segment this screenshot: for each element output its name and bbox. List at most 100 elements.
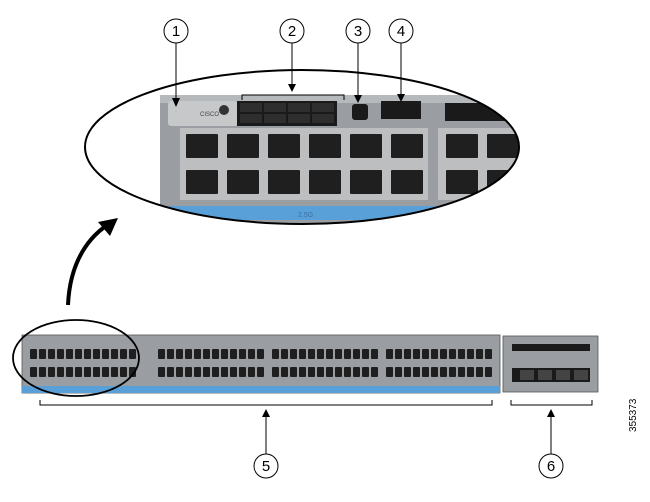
switch-port	[185, 367, 192, 377]
switch-port	[458, 349, 465, 359]
switch-port	[335, 367, 342, 377]
switch-port	[485, 367, 492, 377]
bracket-2	[241, 94, 345, 100]
switch-port	[371, 349, 378, 359]
switch-port	[308, 367, 315, 377]
network-module-slot	[381, 101, 421, 119]
switch-port	[221, 367, 228, 377]
switch-port	[395, 349, 402, 359]
switch-port	[449, 349, 456, 359]
zoom-port	[227, 134, 259, 158]
switch-port	[422, 349, 429, 359]
switch-port	[290, 349, 297, 359]
switch-port	[257, 349, 264, 359]
switch-port	[248, 367, 255, 377]
switch-port	[39, 367, 46, 377]
switch-port	[335, 349, 342, 359]
zoom-arrow-head	[98, 218, 118, 236]
switch-port	[299, 349, 306, 359]
switch-port	[239, 349, 246, 359]
switch-port	[344, 367, 351, 377]
callout-1-circle	[163, 18, 189, 44]
switch-port	[167, 349, 174, 359]
switch-port	[317, 349, 324, 359]
callout-5-circle	[253, 453, 279, 479]
switch-port	[230, 367, 237, 377]
switch-port	[248, 349, 255, 359]
switch-port	[48, 349, 55, 359]
switch-port	[326, 349, 333, 359]
switch-port	[120, 367, 127, 377]
switch-port	[194, 367, 201, 377]
bracket-5	[39, 400, 493, 406]
switch-port	[102, 349, 109, 359]
switch-port	[93, 349, 100, 359]
switch-port	[476, 367, 483, 377]
callout-1-number: 1	[172, 23, 180, 40]
port-label-13x: 13X	[437, 212, 450, 219]
led-strip-full	[22, 386, 500, 393]
switch-port	[176, 349, 183, 359]
switch-port	[221, 349, 228, 359]
cisco-logo-text: CISCO	[200, 112, 219, 118]
switch-port	[299, 367, 306, 377]
zoom-source-ellipse	[12, 319, 140, 397]
callout-4-number: 4	[397, 23, 405, 40]
switch-port	[66, 367, 73, 377]
switch-port	[467, 349, 474, 359]
switch-port	[386, 349, 393, 359]
zoom-port	[446, 170, 478, 194]
switch-port	[413, 349, 420, 359]
zoom-port	[391, 170, 423, 194]
zoom-port	[487, 170, 519, 194]
port-label-12x: 12X	[417, 212, 430, 219]
switch-port	[176, 367, 183, 377]
switch-port	[30, 349, 37, 359]
callout-3-circle	[345, 18, 371, 44]
zoom-port	[446, 134, 478, 158]
switch-port	[272, 349, 279, 359]
switch-port	[66, 349, 73, 359]
switch-port	[485, 349, 492, 359]
switch-port	[449, 367, 456, 377]
switch-port	[203, 367, 210, 377]
switch-port	[84, 349, 91, 359]
callout-2-circle	[279, 18, 305, 44]
switch-port	[440, 367, 447, 377]
switch-port	[404, 367, 411, 377]
switch-port	[203, 349, 210, 359]
switch-port	[290, 367, 297, 377]
switch-port	[422, 367, 429, 377]
switch-port	[476, 349, 483, 359]
switch-port	[344, 349, 351, 359]
callout-6-number: 6	[547, 458, 555, 475]
bracket-6	[510, 400, 593, 406]
zoom-port	[309, 170, 341, 194]
switch-port	[120, 349, 127, 359]
zoom-port	[350, 170, 382, 194]
switch-port	[353, 349, 360, 359]
figure-id: 355373	[628, 398, 639, 432]
switch-port	[75, 367, 82, 377]
switch-port	[281, 349, 288, 359]
switch-port	[167, 367, 174, 377]
callout-6-circle	[538, 453, 564, 479]
zoom-port	[487, 134, 519, 158]
callouts: 1 2 3 4 5 6	[163, 18, 564, 479]
switch-port	[102, 367, 109, 377]
switch-port	[395, 367, 402, 377]
switch-port	[93, 367, 100, 377]
callout-2-number: 2	[288, 23, 296, 40]
switch-port	[362, 367, 369, 377]
switch-port	[440, 349, 447, 359]
switch-port	[362, 349, 369, 359]
usb-port	[352, 104, 368, 120]
callout-3-number: 3	[354, 23, 362, 40]
switch-port	[75, 349, 82, 359]
zoom-port	[186, 170, 218, 194]
switch-port	[194, 349, 201, 359]
switch-port	[158, 349, 165, 359]
zoom-port	[268, 170, 300, 194]
switch-port	[467, 367, 474, 377]
